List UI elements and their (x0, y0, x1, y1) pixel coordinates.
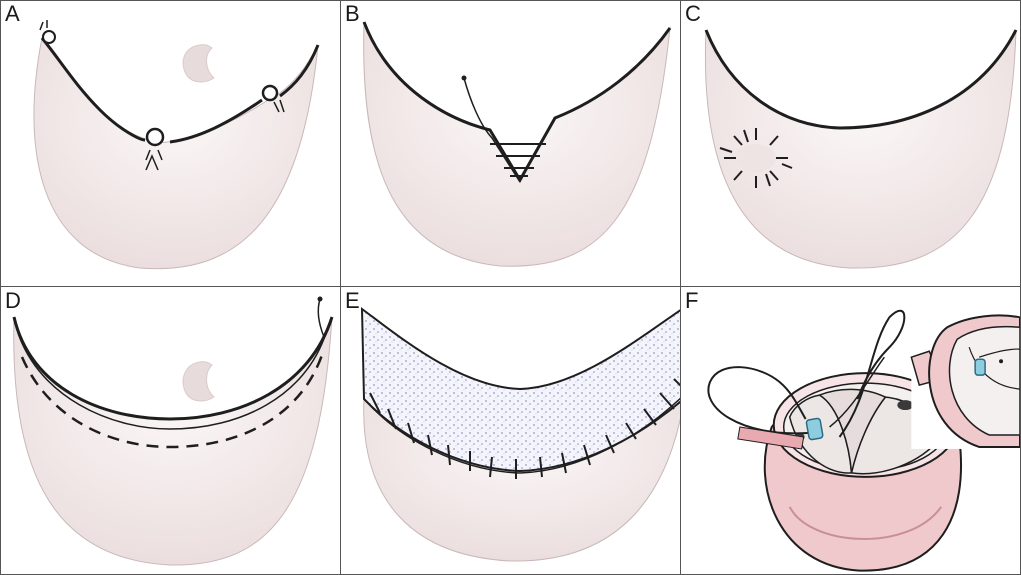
panel-label-c: C (685, 2, 701, 26)
panel-label-f: F (685, 289, 698, 313)
panel-label-e: E (345, 289, 360, 313)
panel-label-d: D (5, 289, 21, 313)
panel-label-b: B (345, 2, 360, 26)
panel-label-a: A (5, 2, 20, 26)
